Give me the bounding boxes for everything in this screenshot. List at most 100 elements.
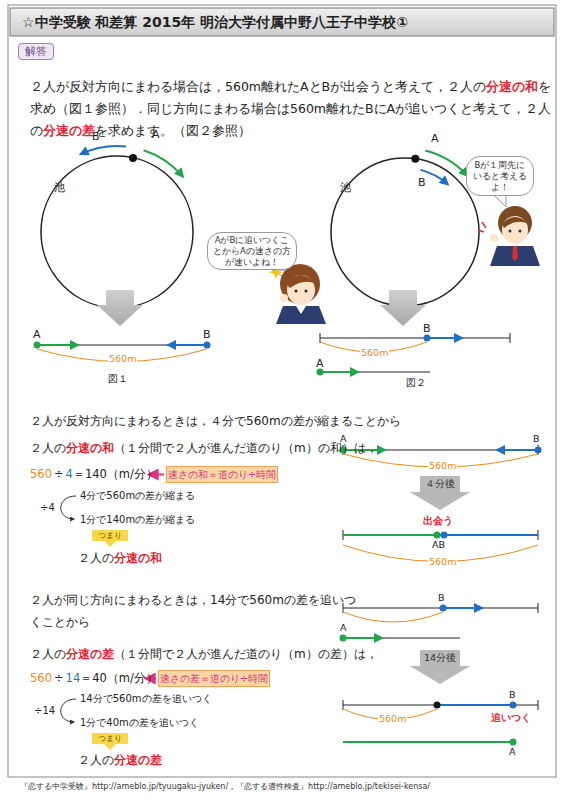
node-text: 解答 — [25, 44, 47, 59]
divide-bracket — [61, 496, 76, 519]
number-value: 4 — [66, 467, 73, 481]
number-value: 14 — [66, 671, 81, 685]
start-dot — [129, 154, 137, 162]
catch-up-label: 追いつく — [491, 711, 531, 725]
boy-face — [502, 216, 528, 244]
idea-marks — [478, 222, 486, 232]
runner-b-dot — [440, 605, 447, 612]
text-line: ２人の分速の和 — [78, 550, 162, 567]
point-label: A — [316, 357, 324, 370]
text-line: ２人の分速の差 — [78, 752, 162, 769]
speech-bubble: Bが１周先にいると考えるよ！ — [466, 156, 534, 196]
runner-b-dot — [535, 447, 542, 454]
footer-text: 『恋する中学受験』http://ameblo.jp/tyuugaku-jyuke… — [20, 781, 430, 792]
girl-hair — [280, 264, 320, 304]
start-dot — [434, 702, 441, 709]
runner-b-dot — [441, 532, 448, 539]
divide-label: ÷14 — [34, 705, 55, 716]
shape-fill — [410, 650, 470, 684]
boy-eye — [509, 230, 512, 233]
section-text: ２人が反対方向にまわるときは，４分で560mの差が縮まることから — [30, 413, 401, 430]
runner-b-arrow — [81, 146, 126, 154]
formula-box: 速さの差＝道のり÷時間 — [158, 670, 270, 687]
text-line: ２人の分速の差（１分間で２人が進んだ道のり（m）の差）は， — [30, 646, 378, 663]
node-text: 14分後 — [424, 650, 456, 666]
girl-hand — [280, 294, 288, 302]
text-line: 560÷14＝40（m/分） — [30, 671, 158, 686]
distance-label: 560m — [428, 556, 457, 567]
distance-arc — [343, 612, 443, 622]
runner-b-dot — [204, 342, 211, 349]
runner-a-arrow — [343, 637, 382, 639]
distance-line — [37, 345, 207, 346]
runner-a-path — [343, 741, 513, 743]
answer-tag: 解答 — [18, 43, 54, 60]
conclusion-text: ２人の — [78, 551, 114, 565]
runner-a-arrow — [144, 150, 183, 177]
point-label: A — [340, 622, 347, 633]
pond-label: 池 — [54, 180, 65, 195]
runner-a-arrow — [425, 151, 467, 176]
equation-result: ＝140（m/分） — [73, 467, 158, 481]
distance-label: 560m — [108, 353, 137, 364]
runner-b-arrow — [443, 607, 482, 609]
meet-label: 出会う — [423, 514, 453, 528]
tick — [510, 333, 511, 343]
distance-line — [343, 638, 460, 639]
figure-caption: 図１ — [108, 372, 128, 386]
runner-b-arrow — [427, 337, 462, 339]
conclusion-text: ２人の — [78, 753, 114, 767]
emphasis-text: 分速の差 — [43, 123, 95, 138]
boy-hand — [490, 234, 498, 242]
runner-b-dot — [510, 702, 517, 709]
point-label: B — [509, 689, 516, 700]
emphasis-text: 分速の差 — [114, 753, 162, 767]
distance-label: 560m — [360, 347, 389, 358]
runner-label: B — [418, 176, 426, 189]
section-text: ２人の — [30, 441, 66, 455]
node-text: 速さの差＝道のり÷時間 — [160, 672, 268, 686]
tick — [343, 700, 344, 710]
page-frame — [8, 5, 556, 777]
runner-a-arrow — [37, 344, 78, 346]
distance-label: 560m — [378, 713, 407, 724]
shape-fill — [92, 733, 128, 750]
time-arrow: ４分後 — [408, 476, 472, 510]
paragraph-text: ２人が反対方向にまわる場合は，560m離れたAとBが出会うと考えて，２人の — [30, 79, 486, 94]
shape-fill — [410, 476, 470, 510]
runner-a-dot — [434, 532, 441, 539]
page-title: ☆中学受験 和差算 2015年 明治大学付属中野八王子中学校① — [22, 14, 408, 32]
summary-tag: つまり — [92, 530, 128, 547]
runner-a-path — [343, 534, 437, 536]
text-line: ２人の分速の和（１分間で２人が進んだ道のり（m）の和）は， — [30, 440, 378, 457]
distance-line — [320, 372, 430, 373]
runner-b-arrow — [497, 449, 538, 451]
runner-b-dot — [424, 335, 431, 342]
step-text: 1分で40mの差を追いつく — [80, 716, 199, 730]
start-dot — [411, 155, 419, 163]
pond-circle — [41, 156, 193, 308]
point-label: B — [438, 592, 445, 603]
pond-label: 池 — [340, 180, 351, 195]
boy-body — [490, 246, 540, 266]
operator: ÷ — [54, 671, 64, 685]
tick — [538, 700, 539, 710]
section-text: （１分間で２人が進んだ道のり（m）の差）は， — [114, 647, 378, 661]
point-label: B — [203, 328, 211, 341]
girl-face — [287, 275, 315, 305]
runner-a-dot — [34, 342, 41, 349]
boy-tie — [512, 246, 518, 261]
number-value: 560 — [30, 467, 52, 481]
node-text: ４分後 — [425, 476, 455, 492]
time-arrow: 14分後 — [408, 650, 472, 684]
down-arrow — [380, 290, 426, 326]
section-text: （１分間で２人が進んだ道のり（m）の和）は， — [114, 441, 378, 455]
tick — [538, 603, 539, 613]
tick — [320, 333, 321, 343]
girl-collar — [296, 306, 306, 314]
section-text: ２人の — [30, 647, 66, 661]
runner-b-path — [444, 534, 538, 536]
emphasis-text: 分速の差 — [66, 647, 114, 661]
point-label: A — [509, 746, 516, 757]
text-line: ２人が反対方向にまわる場合は，560m離れたAとBが出会うと考えて，２人の分速の… — [30, 76, 552, 142]
